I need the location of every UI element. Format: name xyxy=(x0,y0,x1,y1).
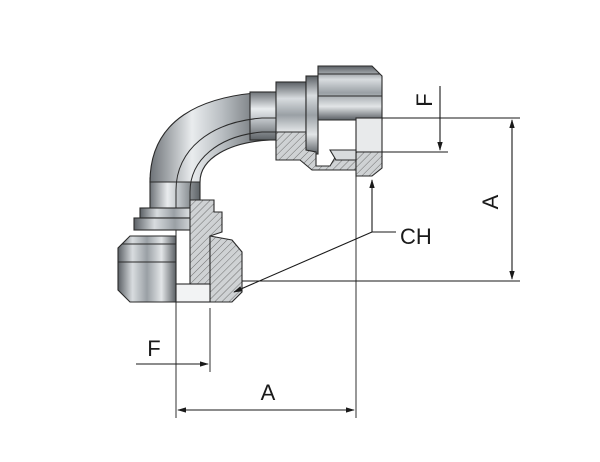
dimension-a-horizontal-label: A xyxy=(261,380,276,405)
dimension-f-top-label: F xyxy=(412,93,437,106)
dimension-f-bottom-label: F xyxy=(147,336,160,361)
dimension-a-vertical-label: A xyxy=(478,194,503,209)
elbow-tube xyxy=(149,91,300,278)
dimension-lines xyxy=(136,86,520,418)
bottom-fitting xyxy=(117,199,243,303)
chamfer-label: CH xyxy=(400,224,432,249)
top-fitting xyxy=(275,65,383,177)
